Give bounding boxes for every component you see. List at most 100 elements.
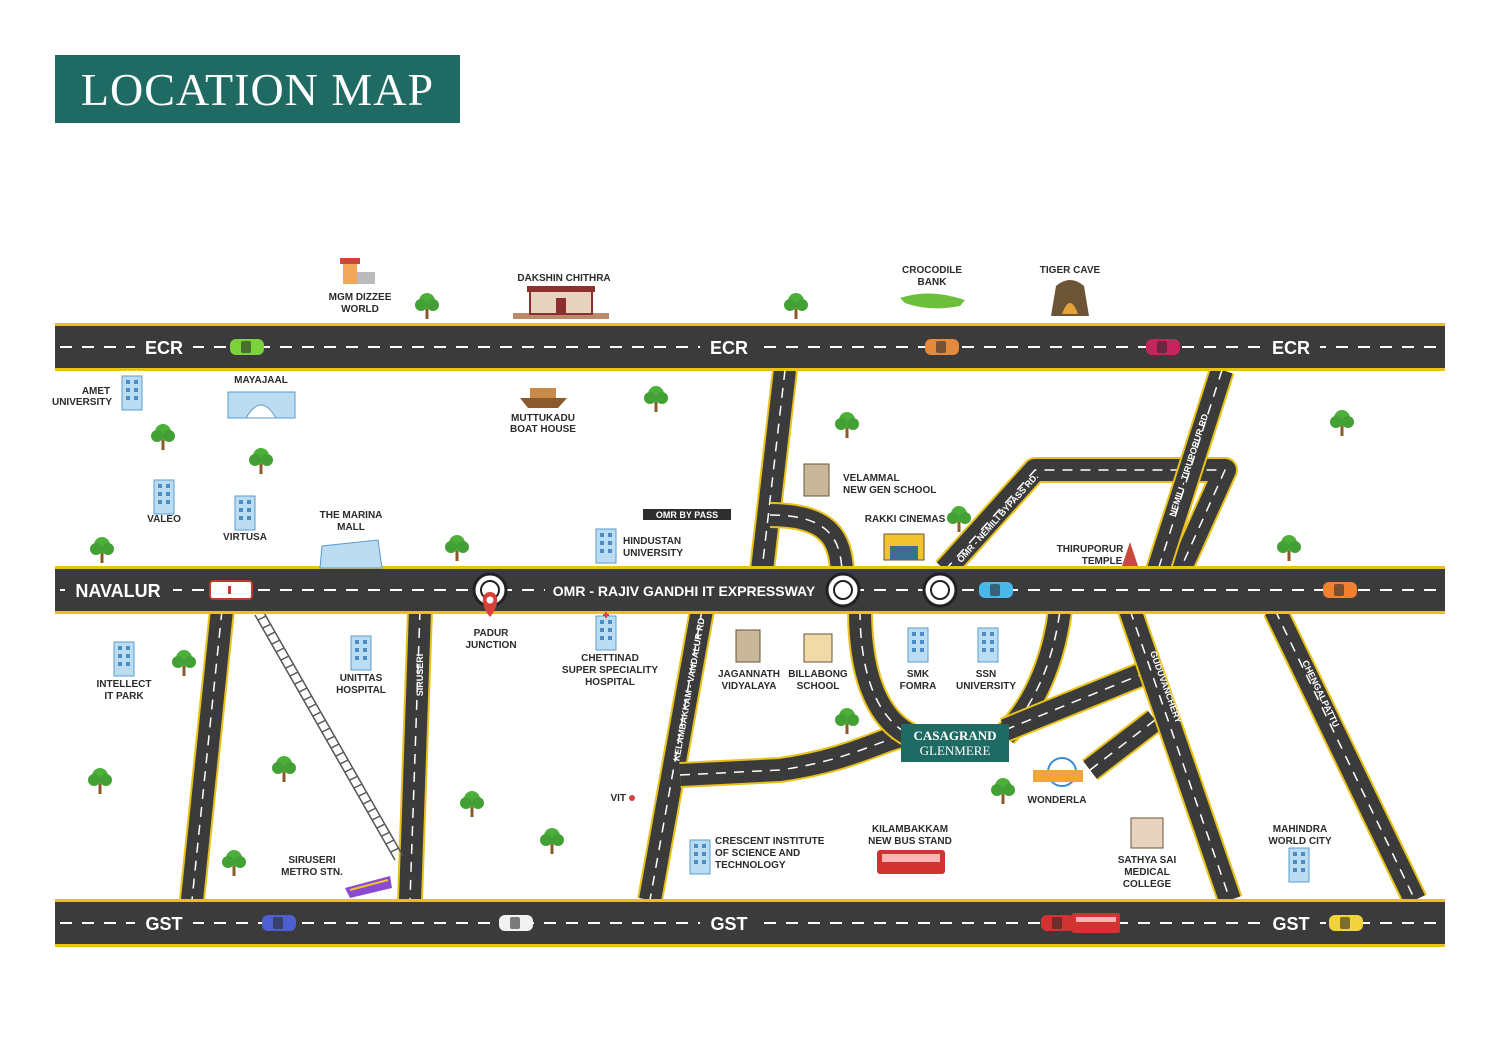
railway-track [254,610,404,861]
school-building-icon [803,463,830,497]
car-icon [262,915,296,931]
college-building-icon [907,627,929,663]
office-building-icon [1288,847,1310,883]
location-pin-icon [482,592,498,617]
car-icon [499,915,533,931]
metro-train-icon [345,876,392,898]
map-title-banner: LOCATION MAP [55,55,460,123]
ecr-label-1: ECR [145,338,183,358]
temple-icon [1122,542,1138,566]
office-building-icon [153,479,175,515]
roundabout-bypass [825,572,861,608]
label-rakki: RAKKI CINEMAS [865,514,946,525]
school-building-icon [803,633,833,663]
cinema-building-icon [227,391,296,419]
label-dakshin-chithra: DAKSHIN CHITHRA [517,273,610,284]
cave-icon [1051,280,1089,316]
ecr-omr-link-road [749,368,798,572]
college-building-icon [1130,817,1164,849]
university-building-icon [977,627,999,663]
hospital-icon [595,612,617,651]
navalur-label: NAVALUR [75,581,160,601]
label-vit: VIT [610,793,626,804]
casagrand-glenmere-marker: CASAGRAND GLENMERE [901,724,1009,762]
college-building-icon [689,839,711,875]
label-valeo: VALEO [147,514,181,525]
navalur-gst-road [179,608,235,902]
theme-park-icon [1033,757,1083,787]
roundabout-nemili [922,572,958,608]
siruseri-road-label: SIRUSERI [415,654,425,697]
nemili-bypass-road [935,457,1238,579]
car-icon [979,582,1013,598]
omr-bypass-sign: OMR BY PASS [656,510,718,520]
school-building-icon [735,629,761,663]
project-name-line1: CASAGRAND [913,728,996,743]
nemili-tiruporur-road [1145,366,1235,574]
gst-label-2: GST [710,914,747,934]
car-icon [1146,339,1180,355]
secondary-roads [179,366,1427,906]
label-tiger-cave: TIGER CAVE [1040,265,1101,276]
omr-bypass-road [769,502,855,572]
office-building-icon [113,641,135,677]
heritage-building-icon [513,286,609,319]
ecr-label-3: ECR [1272,338,1310,358]
amusement-park-icon [340,258,375,284]
project-name-line2: GLENMERE [920,743,991,758]
map-title: LOCATION MAP [80,64,435,115]
mall-icon [319,539,383,569]
chengalpattu-road [1263,604,1427,906]
car-icon [925,339,959,355]
vit-dot-icon [629,795,635,801]
car-icon [1329,915,1363,931]
university-building-icon [121,375,143,411]
ambulance-icon [209,580,253,600]
car-icon [1323,582,1357,598]
car-icon [230,339,264,355]
label-wonderla: WONDERLA [1028,795,1087,806]
omr-label: OMR - RAJIV GANDHI IT EXPRESSWAY [553,583,816,599]
bus-icon [877,850,945,874]
label-mayajaal: MAYAJAAL [234,375,288,386]
bus-icon [1072,913,1120,933]
cinema-icon [883,533,925,561]
boat-icon [520,388,567,408]
omr-road [55,566,1445,614]
hospital-icon [350,635,372,671]
gst-label-1: GST [145,914,182,934]
gst-label-3: GST [1272,914,1309,934]
siruseri-road [397,609,433,901]
crocodile-icon [900,293,965,309]
car-icon [1041,915,1075,931]
kelambakkam-vandalur-road [637,607,715,903]
guduvanchery-road [1117,605,1243,905]
university-building-icon [595,528,617,564]
label-virtusa: VIRTUSA [223,532,267,543]
ecr-label-2: ECR [710,338,748,358]
office-building-icon [234,495,256,531]
casagrand-link-road [679,608,1163,788]
